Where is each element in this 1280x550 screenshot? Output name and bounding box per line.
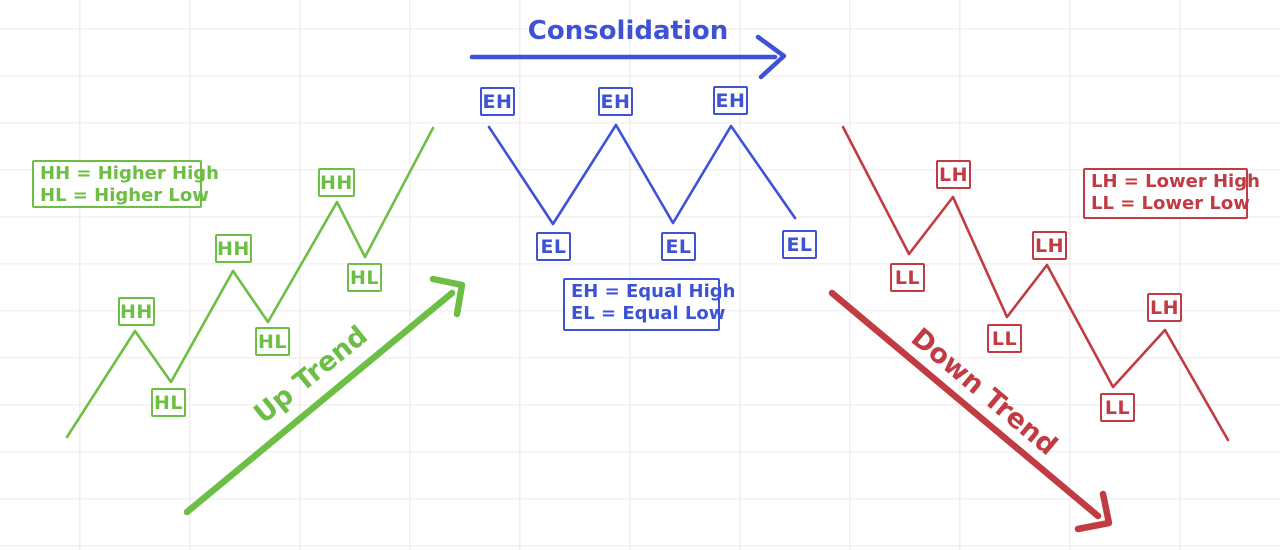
downtrend-marker-ll-2: LL [987,324,1022,353]
downtrend-marker-lh-3: LH [1147,293,1182,322]
uptrend-legend: HH = Higher High HL = Higher Low [32,160,219,208]
consolidation-marker-eh-3: EH [713,86,748,115]
consolidation-legend-line-2: EL = Equal Low [571,302,726,324]
uptrend-marker-hl-3: HL [347,263,382,292]
downtrend-legend-line-1: LH = Lower High [1091,171,1260,192]
downtrend-marker-ll-1: LL [890,263,925,292]
downtrend-arrow-head-icon [1074,490,1113,533]
consolidation-zigzag-line [487,123,797,226]
uptrend-legend-line-2: HL = Higher Low [40,184,209,206]
uptrend-legend-line-1: HH = Higher High [40,163,219,184]
consolidation-marker-el-1: EL [536,232,571,261]
uptrend-marker-hl-1: HL [151,388,186,417]
downtrend-legend: LH = Lower High LL = Lower Low [1083,168,1260,219]
uptrend-marker-hh-2: HH [215,234,252,263]
consolidation-marker-el-2: EL [661,232,696,261]
uptrend-marker-hh-3: HH [318,168,355,197]
consolidation-legend: EH = Equal High EL = Equal Low [563,278,736,331]
downtrend-marker-lh-2: LH [1032,231,1067,260]
downtrend-legend-line-2: LL = Lower Low [1091,192,1250,214]
consolidation-marker-eh-2: EH [598,87,633,116]
uptrend-arrow-head-icon [429,275,466,318]
uptrend-marker-hl-2: HL [255,327,290,356]
downtrend-marker-lh-1: LH [936,160,971,189]
downtrend-marker-ll-3: LL [1100,393,1135,422]
consolidation-marker-el-3: EL [782,230,817,259]
uptrend-arrow-shaft [183,289,456,516]
consolidation-marker-eh-1: EH [480,87,515,116]
consolidation-arrow-head-icon [755,34,787,80]
uptrend-zigzag-line [65,126,435,439]
consolidation-title: Consolidation [527,16,729,46]
downtrend-zigzag-line [841,125,1230,442]
uptrend-marker-hh-1: HH [118,297,155,326]
downtrend-arrow-shaft [828,289,1102,520]
consolidation-legend-line-1: EH = Equal High [571,281,736,302]
